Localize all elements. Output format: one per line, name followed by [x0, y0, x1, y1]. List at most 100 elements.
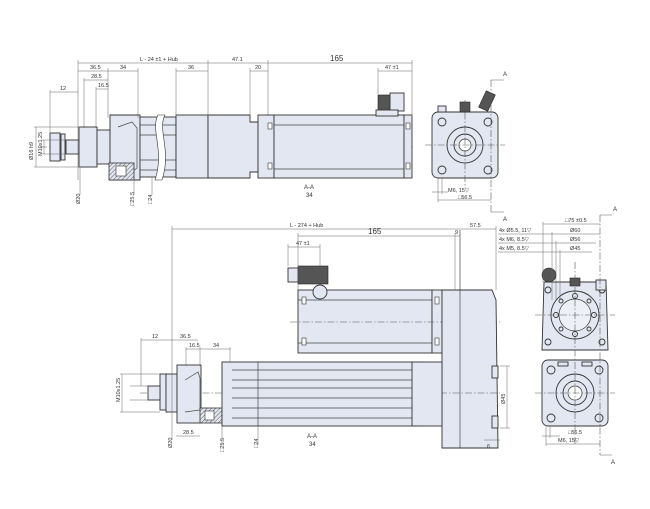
dim-sq-56-5: □56.5 [568, 430, 582, 436]
section-scale: 34 [306, 193, 313, 199]
section-insert [204, 410, 215, 421]
end-vent [437, 105, 447, 113]
slot [405, 162, 411, 170]
section-label: A-A [304, 185, 314, 191]
corner-hole [544, 286, 552, 294]
dim-rod-dia: Ø16 h9 [29, 142, 35, 160]
callout-value-3: Ø45 [570, 246, 580, 252]
bolt-hole [437, 117, 447, 127]
motor-body [273, 114, 405, 179]
dim-rod-12: 12 [60, 86, 66, 92]
section-arrow-a-bottom: A [611, 460, 615, 466]
dim-rod-thread: M10x1.25 [116, 378, 122, 402]
top-side-view: L - 24 ±1 + Hub 47.1 165 36.5 34 28.5 16… [29, 54, 415, 206]
dim-overall-length: L - 274 + Hub [290, 223, 323, 229]
section-label: A-A [307, 434, 317, 440]
dim-sq-75: □75 ±0.5 [565, 218, 587, 224]
slot [434, 296, 440, 305]
dim-36: 36 [188, 65, 194, 71]
section-arrow-a-bottom: A [503, 217, 507, 223]
dim-47-1: 47.1 [232, 57, 243, 63]
dim-sq-24: □24 [148, 195, 154, 204]
bolt-hole [594, 365, 604, 375]
section-arrow-a-top: A [613, 207, 617, 213]
adapter [207, 114, 259, 179]
bolt-hole [558, 326, 564, 332]
dim-36-5: 36.5 [180, 334, 191, 340]
rod-eye [49, 132, 61, 162]
section-scale: 34 [309, 442, 316, 448]
slot [405, 122, 411, 130]
gearbox [175, 114, 209, 179]
dim-6: 6 [487, 444, 490, 450]
end-vent [595, 279, 607, 291]
dim-sq-25-5: □25.5 [220, 438, 226, 452]
profile-tube [221, 361, 423, 427]
dim-motor-length: 165 [368, 227, 382, 236]
dim-thread-m6: M6, 15▽ [448, 188, 470, 194]
callout-label-1: 4x Ø5.5, 11▽ [499, 228, 532, 234]
callout-value-2: Ø56 [570, 237, 580, 243]
housing-tab [491, 415, 499, 429]
bottom-side-view: L - 274 + Hub 57.5 165 9 47 ±1 12 36.5 1… [116, 223, 510, 452]
parallel-motor-body [297, 289, 433, 354]
bolt-hole [437, 165, 447, 175]
dim-36-5: 36.5 [90, 65, 101, 71]
dim-rod-12: 12 [152, 334, 158, 340]
dim-20: 20 [255, 65, 261, 71]
bolt-hole [546, 413, 556, 423]
front-head [176, 364, 202, 424]
bolt-hole [483, 117, 493, 127]
dim-rod-thread: M10x1.25 [38, 132, 44, 156]
rod-nut [60, 133, 66, 161]
dim-sq-24: □24 [254, 439, 260, 448]
dim-28-5: 28.5 [91, 74, 102, 80]
housing-tab [491, 365, 499, 379]
callout-label-2: 4x M6, 8.5▽ [499, 237, 530, 243]
rod-flange [165, 373, 178, 413]
slot [301, 337, 307, 346]
front-cap [96, 129, 111, 165]
head-contour [184, 371, 201, 413]
callout-value-1: Ø60 [570, 228, 580, 234]
bolt-hole [483, 165, 493, 175]
top-end-view: A A M6, 15▽ □56.5 [425, 72, 507, 223]
dim-dia-20: Ø20 [168, 438, 174, 448]
dim-16-5: 16.5 [189, 343, 200, 349]
bolt-hole [586, 298, 592, 304]
rod [65, 139, 80, 155]
dim-thread-m6: M6, 15▽ [558, 438, 580, 444]
bottom-end-view: A A □75 ±0.5 4x Ø5.5, 11▽ Ø60 4x M6, 8.5… [498, 207, 617, 466]
dim-motor-length: 165 [330, 54, 344, 63]
callout-label-3: 4x M5, 8.5▽ [499, 246, 530, 252]
belt-housing [441, 289, 499, 449]
bolt-hole [586, 326, 592, 332]
corner-hole [544, 338, 552, 346]
section-arrow-a-top: A [503, 72, 507, 78]
dim-28-5: 28.5 [183, 430, 194, 436]
connector-plug [375, 92, 405, 117]
parallel-connector-plug [287, 265, 329, 300]
slot [434, 337, 440, 346]
bolt-hole [594, 413, 604, 423]
end-plug [541, 267, 557, 283]
dim-34: 34 [213, 343, 219, 349]
dim-34: 34 [120, 65, 126, 71]
dim-16-5: 16.5 [98, 83, 109, 89]
dim-9: 9 [455, 230, 458, 236]
slot [267, 162, 273, 170]
slot [301, 296, 307, 305]
corner-hole [598, 338, 606, 346]
dim-57-5: 57.5 [470, 223, 481, 229]
break-line [154, 114, 166, 181]
dim-sq-25-5: □25.5 [130, 192, 136, 206]
slot [267, 122, 273, 130]
dim-connector-offset: 47 ±1 [385, 65, 399, 71]
bolt-hole [546, 365, 556, 375]
slot [581, 361, 593, 367]
bolt-hole [558, 298, 564, 304]
rod-flange [78, 126, 98, 168]
motor-endcap [403, 114, 413, 179]
slot [557, 361, 569, 367]
tube-endcap [411, 361, 443, 427]
